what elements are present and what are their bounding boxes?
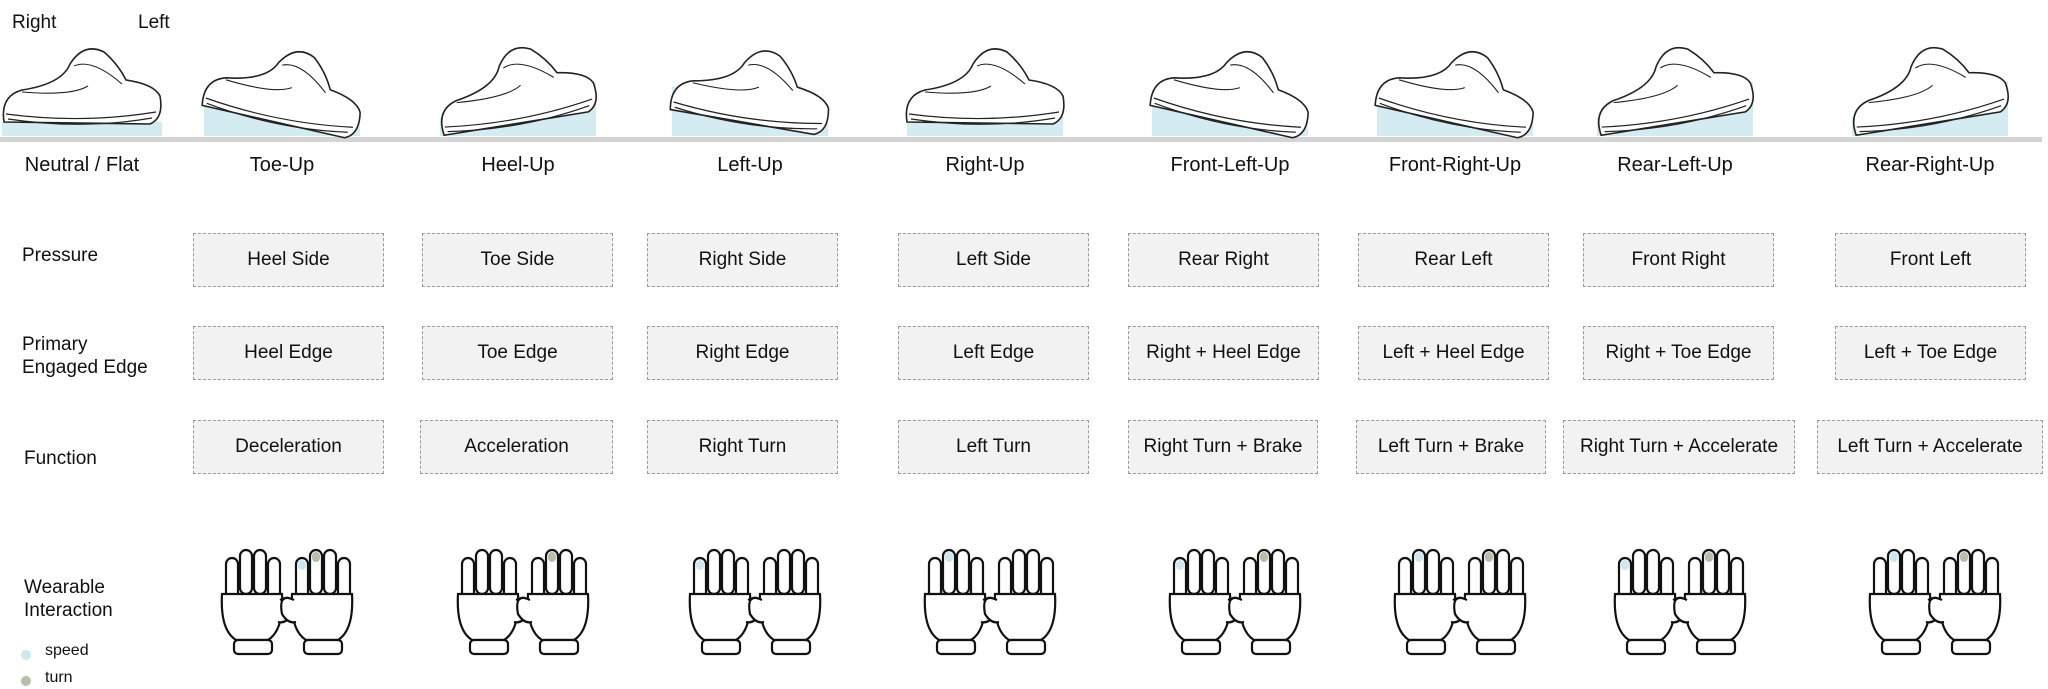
cell-pressure: Toe Side bbox=[422, 233, 613, 287]
glove-pair bbox=[1168, 548, 1302, 656]
right-side-label: Right bbox=[12, 12, 57, 33]
cell-edge: Toe Edge bbox=[422, 326, 613, 380]
mode-label: Neutral / Flat bbox=[24, 154, 140, 176]
glove-left-icon bbox=[1613, 548, 1687, 656]
glove-right-icon bbox=[983, 548, 1057, 656]
legend-speed-label: speed bbox=[45, 642, 89, 659]
glove-pair bbox=[220, 548, 354, 656]
glove-left-icon bbox=[1168, 548, 1242, 656]
board-front-left-up-icon bbox=[1149, 51, 1309, 139]
glove-right-icon bbox=[280, 548, 354, 656]
glove-illustrations bbox=[220, 548, 2002, 656]
glove-left-icon bbox=[688, 548, 762, 656]
mode-label: Front-Left-Up bbox=[1170, 154, 1290, 176]
board-toe-up-icon bbox=[201, 51, 361, 139]
cell-function: Deceleration bbox=[193, 420, 384, 474]
glove-pair bbox=[1868, 548, 2002, 656]
cell-pressure: Left Side bbox=[898, 233, 1089, 287]
cell-function: Right Turn bbox=[647, 420, 838, 474]
cell-pressure: Rear Left bbox=[1358, 233, 1549, 287]
glove-right-icon bbox=[1928, 548, 2002, 656]
cell-pressure: Front Left bbox=[1835, 233, 2026, 287]
mode-label: Rear-Left-Up bbox=[1617, 154, 1733, 176]
board-left-up-icon bbox=[669, 50, 830, 136]
row-title-pressure: Pressure bbox=[22, 245, 99, 266]
row-title-edge-line1: Primary bbox=[22, 334, 88, 355]
glove-right-icon bbox=[516, 548, 590, 656]
legend-turn-label: turn bbox=[45, 669, 73, 686]
cell-edge: Left Edge bbox=[898, 326, 1089, 380]
row-title-wearable-line2: Interaction bbox=[24, 600, 113, 621]
cell-pressure: Rear Right bbox=[1128, 233, 1319, 287]
glove-right-icon bbox=[1673, 548, 1747, 656]
mode-label: Left-Up bbox=[717, 154, 783, 176]
cell-edge: Heel Edge bbox=[193, 326, 384, 380]
board-illustrations bbox=[2, 46, 2009, 139]
glove-pair bbox=[688, 548, 822, 656]
mode-label: Toe-Up bbox=[249, 154, 315, 176]
board-flat-icon bbox=[2, 48, 162, 136]
glove-left-icon bbox=[1868, 548, 1942, 656]
board-heel-up-icon bbox=[440, 46, 597, 137]
cell-edge: Right Edge bbox=[647, 326, 838, 380]
row-title-edge-line2: Engaged Edge bbox=[22, 357, 148, 378]
mode-label: Rear-Right-Up bbox=[1865, 154, 1995, 176]
glove-right-icon bbox=[1228, 548, 1302, 656]
row-title-function: Function bbox=[24, 448, 97, 469]
floor-line bbox=[0, 137, 2042, 142]
board-rear-right-up-icon bbox=[1852, 46, 2009, 137]
cell-edge: Left + Toe Edge bbox=[1835, 326, 2026, 380]
mode-label: Front-Right-Up bbox=[1388, 154, 1522, 176]
row-title-wearable-line1: Wearable bbox=[24, 577, 105, 598]
glove-pair bbox=[1613, 548, 1747, 656]
cell-pressure: Right Side bbox=[647, 233, 838, 287]
board-right-up-icon bbox=[905, 48, 1065, 136]
glove-pair bbox=[456, 548, 590, 656]
cell-function: Right Turn + Accelerate bbox=[1563, 420, 1795, 474]
cell-edge: Right + Heel Edge bbox=[1128, 326, 1319, 380]
board-front-right-up-icon bbox=[1374, 51, 1534, 139]
cell-function: Right Turn + Brake bbox=[1128, 420, 1318, 474]
glove-right-icon bbox=[1453, 548, 1527, 656]
cell-edge: Left + Heel Edge bbox=[1358, 326, 1549, 380]
mode-label: Right-Up bbox=[945, 154, 1025, 176]
glove-pair bbox=[923, 548, 1057, 656]
cell-function: Left Turn + Accelerate bbox=[1817, 420, 2043, 474]
legend-turn-swatch bbox=[21, 676, 31, 686]
cell-function: Acceleration bbox=[420, 420, 613, 474]
cell-pressure: Front Right bbox=[1583, 233, 1774, 287]
cell-edge: Right + Toe Edge bbox=[1583, 326, 1774, 380]
legend-speed-swatch bbox=[21, 650, 31, 660]
board-rear-left-up-icon bbox=[1597, 46, 1754, 137]
cell-function: Left Turn + Brake bbox=[1356, 420, 1546, 474]
cell-pressure: Heel Side bbox=[193, 233, 384, 287]
mode-label: Heel-Up bbox=[481, 154, 555, 176]
glove-right-icon bbox=[748, 548, 822, 656]
cell-function: Left Turn bbox=[898, 420, 1089, 474]
glove-pair bbox=[1393, 548, 1527, 656]
left-side-label: Left bbox=[138, 12, 170, 33]
